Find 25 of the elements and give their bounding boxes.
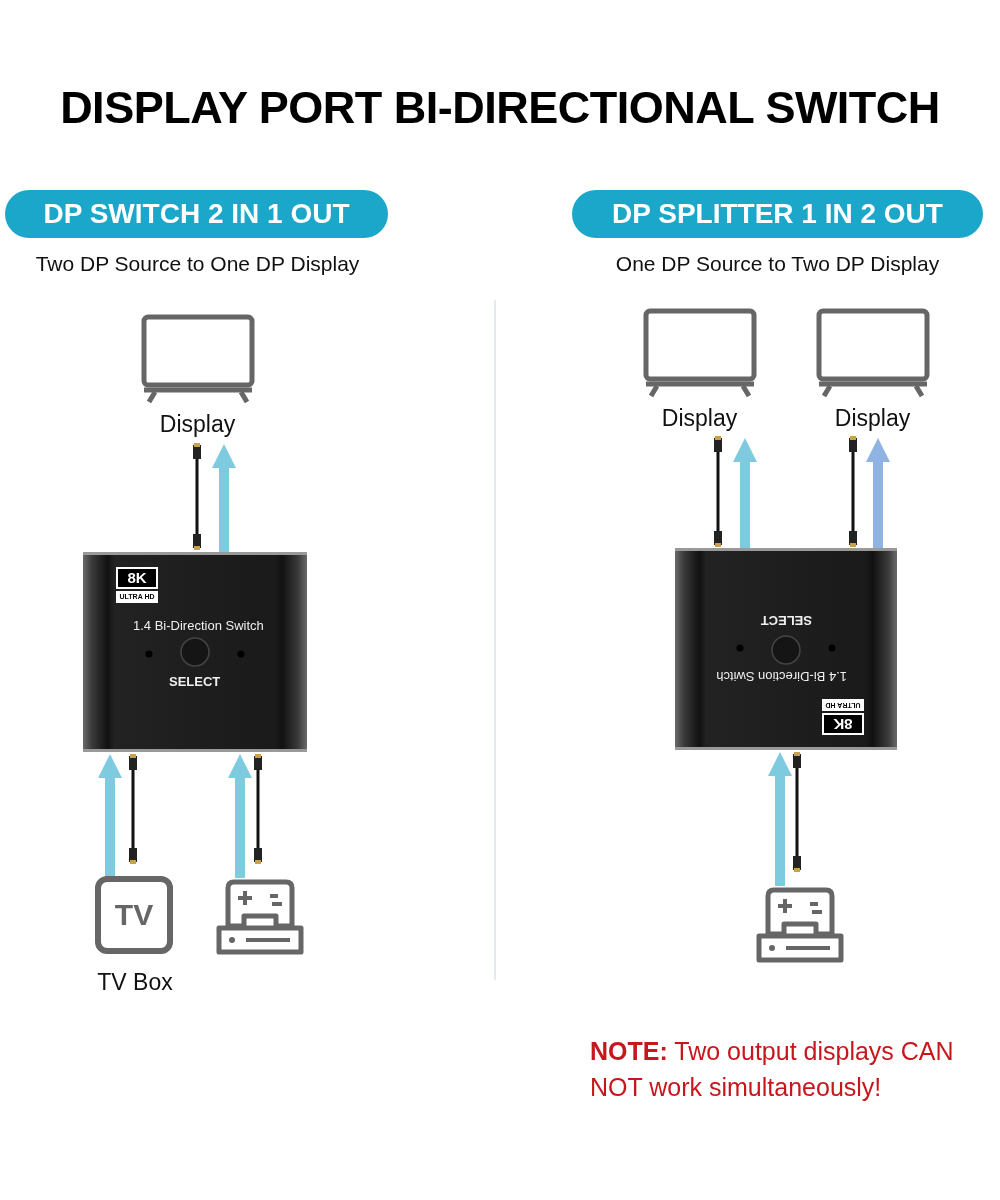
device-label: Display [660,405,739,432]
section-subtitle: One DP Source to Two DP Display [614,252,941,276]
title: DISPLAY PORT BI-DIRECTIONAL SWITCH [59,82,941,134]
device-text: 1.4 Bi-Direction Switch [133,618,264,633]
device-label: Display [833,405,912,432]
arrow [768,752,792,886]
arrow [228,754,252,878]
arrow [212,444,236,552]
note-text: NOTE: Two output displays CAN NOT work simultaneously! [590,1036,955,1103]
resolution-badge: 8K [116,567,158,589]
arrow [98,754,122,876]
section-heading: DP SPLITTER 1 IN 2 OUT [572,190,983,238]
device-label: TV Box [96,969,174,996]
switch-device [83,552,307,752]
switch-device [675,548,897,750]
section-subtitle: Two DP Source to One DP Display [34,252,361,276]
icon-text: TV [114,898,154,932]
device-label: Display [158,411,237,438]
button-label: SELECT [169,674,221,689]
arrow [733,438,757,548]
button-label: SELECT [760,613,812,628]
arrow [866,438,890,548]
device-text: 1.4 Bi-Direction Switch [716,669,847,684]
section-heading: DP SWITCH 2 IN 1 OUT [5,190,388,238]
resolution-badge: 8K [822,713,864,735]
